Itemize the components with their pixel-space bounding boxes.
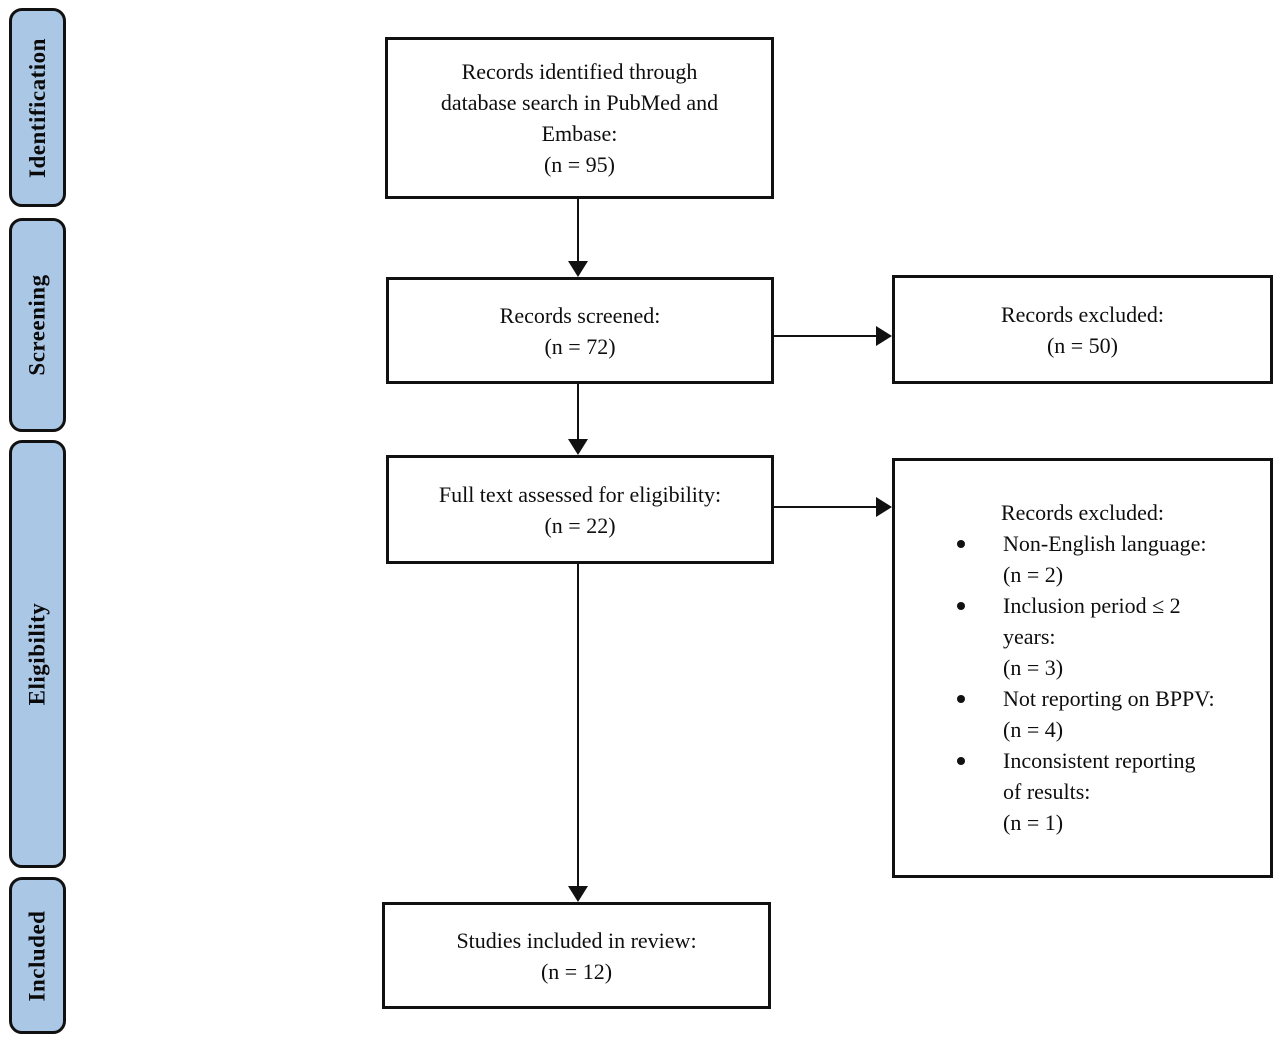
exclusion-item: Not reporting on BPPV: (n = 4) — [957, 683, 1270, 745]
arrow-identified-to-screened — [577, 199, 579, 263]
box-records-excluded-eligibility: Records excluded: Non-English language: … — [892, 458, 1273, 878]
exclusion-item: Non-English language: (n = 2) — [957, 528, 1270, 590]
stage-included-label: Included — [24, 910, 50, 1001]
bullet-icon — [957, 602, 965, 610]
arrowhead-right-icon — [876, 326, 892, 346]
arrowhead-down-icon — [568, 261, 588, 277]
bullet-icon — [957, 695, 965, 703]
box-records-excluded-screening: Records excluded: (n = 50) — [892, 275, 1273, 384]
arrowhead-right-icon — [876, 497, 892, 517]
exclusion-item: Inconsistent reporting of results: (n = … — [957, 745, 1270, 838]
exclusion-item-text: Not reporting on BPPV: (n = 4) — [1003, 686, 1215, 742]
arrow-fulltext-to-included — [577, 564, 579, 888]
box-records-excluded-screening-text: Records excluded: (n = 50) — [1000, 301, 1165, 358]
box-fulltext-assessed: Full text assessed for eligibility: (n =… — [386, 455, 774, 564]
bullet-icon — [957, 757, 965, 765]
arrow-fulltext-to-exclusions — [774, 506, 877, 508]
arrow-screened-to-fulltext — [577, 384, 579, 441]
arrow-screened-to-excluded — [774, 335, 877, 337]
box-studies-included-text: Studies included in review: (n = 12) — [456, 927, 697, 984]
stage-screening-label: Screening — [24, 274, 50, 376]
exclusion-item-text: Inclusion period ≤ 2 years: (n = 3) — [1003, 593, 1181, 680]
exclusion-item-text: Non-English language: (n = 2) — [1003, 531, 1207, 587]
arrowhead-down-icon — [568, 886, 588, 902]
exclusion-item-text: Inconsistent reporting of results: (n = … — [1003, 748, 1196, 835]
box-records-screened: Records screened: (n = 72) — [386, 277, 774, 384]
exclusions-list: Non-English language: (n = 2) Inclusion … — [957, 528, 1270, 838]
exclusion-item: Inclusion period ≤ 2 years: (n = 3) — [957, 590, 1270, 683]
stage-identification-label: Identification — [24, 37, 50, 178]
box-records-screened-text: Records screened: (n = 72) — [499, 302, 661, 359]
exclusions-title: Records excluded: — [1000, 500, 1165, 525]
box-records-identified: Records identified through database sear… — [385, 37, 774, 199]
stage-eligibility: Eligibility — [9, 440, 66, 868]
arrowhead-down-icon — [568, 439, 588, 455]
stage-identification: Identification — [9, 8, 66, 207]
box-studies-included: Studies included in review: (n = 12) — [382, 902, 771, 1009]
box-fulltext-assessed-text: Full text assessed for eligibility: (n =… — [438, 481, 722, 538]
bullet-icon — [957, 540, 965, 548]
box-records-identified-text: Records identified through database sear… — [440, 59, 719, 177]
stage-included: Included — [9, 877, 66, 1034]
stage-screening: Screening — [9, 218, 66, 432]
stage-eligibility-label: Eligibility — [24, 602, 50, 706]
